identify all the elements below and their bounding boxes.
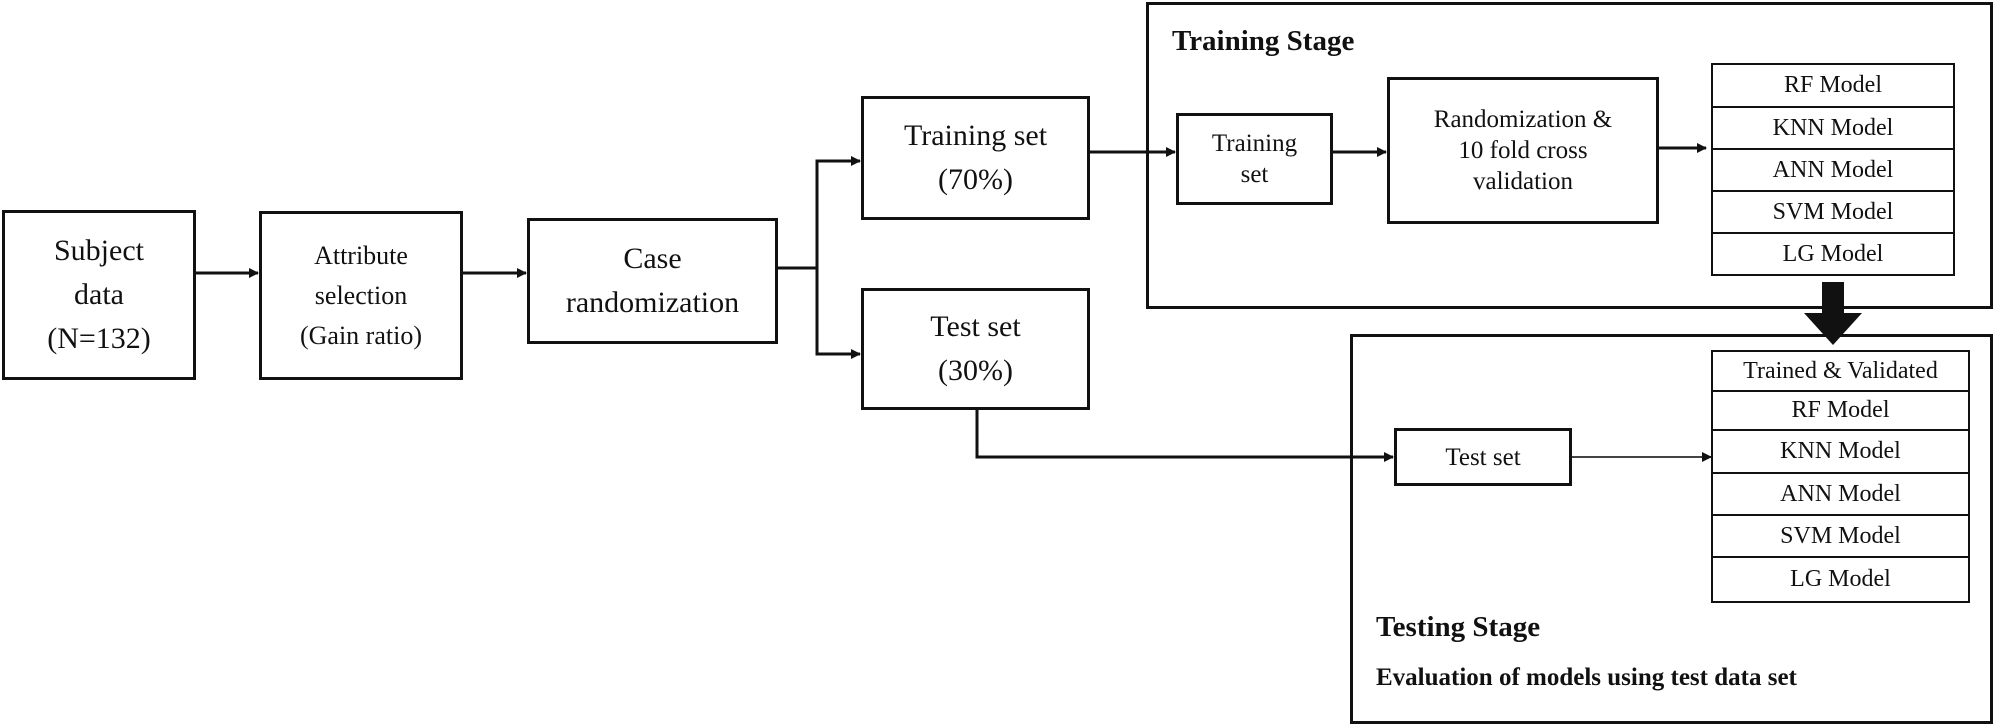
training-set-line-2: set [1240,161,1269,188]
training-set-split-line-2: (70%) [938,163,1013,196]
attribute-selection-line-3: (Gain ratio) [299,320,422,350]
list-item: KNN Model [1713,108,1953,150]
list-item: Trained & Validated [1713,352,1968,392]
training-stage-title: Training Stage [1172,25,1355,57]
attribute-selection-line-1: Attribute [314,240,408,270]
list-item: KNN Model [1713,431,1968,474]
test-set-split-box: Test set (30%) [861,288,1090,410]
randomization-cv-line-1: Randomization & [1433,106,1613,133]
arrow-to-test-set [815,268,861,359]
list-item: LG Model [1713,234,1953,276]
training-set-line-1: Training [1211,130,1298,157]
test-set-split-line-2: (30%) [938,354,1013,387]
thick-down-arrow [1804,282,1862,345]
subject-data-line-1: Subject [54,234,144,267]
list-item: SVM Model [1713,192,1953,234]
subject-data-line-3: (N=132) [47,322,151,355]
attribute-selection-line-2: selection [314,280,408,310]
training-set-split-line-1: Training set [903,119,1048,152]
training-set-box: Training set [1176,113,1333,205]
list-item: ANN Model [1713,150,1953,192]
test-set-box: Test set [1394,428,1572,486]
arrow-testset-to-testing [975,410,1394,462]
testing-models-list: Trained & Validated RF Model KNN Model A… [1711,350,1970,603]
training-models-list: RF Model KNN Model ANN Model SVM Model L… [1711,63,1955,276]
case-randomization-box: Case randomization [527,218,778,344]
subject-data-box: Subject data (N=132) [2,210,196,380]
testing-stage-panel: Testing Stage Evaluation of models using… [1350,334,1993,724]
testing-stage-title: Testing Stage [1376,611,1541,643]
subject-data-line-2: data [74,278,124,311]
arrow-to-training-set [815,156,861,268]
randomization-cv-box: Randomization & 10 fold cross validation [1387,77,1659,224]
list-item: RF Model [1713,65,1953,108]
list-item: ANN Model [1713,474,1968,516]
training-stage-panel: Training Stage [1146,2,1993,309]
list-item: SVM Model [1713,516,1968,558]
testing-stage-subtitle: Evaluation of models using test data set [1376,664,1797,691]
list-item: LG Model [1713,558,1968,603]
training-set-split-box: Training set (70%) [861,96,1090,220]
test-set-split-line-1: Test set [930,310,1021,343]
attribute-selection-box: Attribute selection (Gain ratio) [259,211,463,380]
case-randomization-line-2: randomization [565,286,740,319]
randomization-cv-line-3: validation [1473,168,1573,195]
case-randomization-line-1: Case [623,242,682,275]
list-item: RF Model [1713,392,1968,431]
randomization-cv-line-2: 10 fold cross [1458,137,1588,164]
test-set-label: Test set [1445,443,1521,471]
